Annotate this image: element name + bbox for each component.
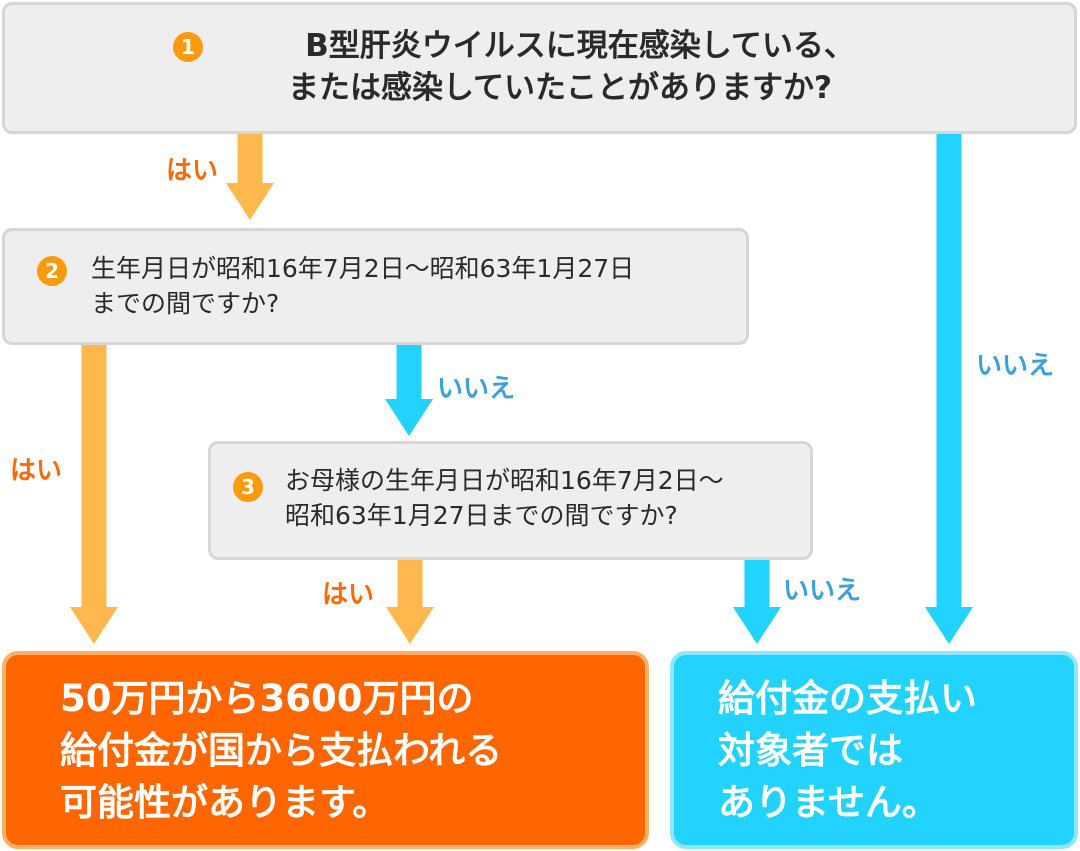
question-1-line-2: または感染していたことがありますか?: [287, 70, 833, 106]
result-not-eligible-line-1: 給付金の支払い: [718, 677, 977, 720]
result-eligible-text: 50万円から3600万円の 給付金が国から支払われる 可能性があります。: [60, 673, 502, 829]
arrow-q2-yes: [68, 345, 120, 645]
label-q2-yes: はい: [10, 456, 63, 486]
question-3-number-badge: 3: [233, 472, 263, 502]
label-q3-no: いいえ: [783, 576, 862, 606]
label-q1-no: いいえ: [976, 351, 1055, 381]
result-eligible-line-2: 給付金が国から支払われる: [60, 729, 503, 772]
result-eligible-box: 50万円から3600万円の 給付金が国から支払われる 可能性があります。: [2, 651, 649, 849]
question-1-text: B型肝炎ウイルスに現在感染している、 または感染していたことがありますか?: [165, 25, 955, 109]
question-2-box: 2 生年月日が昭和16年7月2日～昭和63年1月27日 までの間ですか?: [2, 228, 749, 345]
result-not-eligible-text: 給付金の支払い 対象者では ありません。: [718, 673, 977, 829]
question-3-line-2: 昭和63年1月27日までの間ですか?: [285, 501, 678, 530]
arrow-q1-yes: [224, 134, 276, 220]
label-q3-yes: はい: [322, 580, 375, 610]
question-3-text: お母様の生年月日が昭和16年7月2日～ 昭和63年1月27日までの間ですか?: [285, 463, 724, 533]
label-q1-yes: はい: [166, 156, 219, 186]
result-eligible-line-1: 50万円から3600万円の: [60, 677, 474, 720]
question-2-line-2: までの間ですか?: [91, 289, 280, 318]
question-3-line-1: お母様の生年月日が昭和16年7月2日～: [285, 466, 724, 495]
arrow-q3-yes: [384, 560, 436, 645]
question-1-box: 1 B型肝炎ウイルスに現在感染している、 または感染していたことがありますか?: [2, 2, 1077, 134]
question-3-box: 3 お母様の生年月日が昭和16年7月2日～ 昭和63年1月27日までの間ですか?: [208, 441, 813, 560]
result-not-eligible-line-2: 対象者では: [718, 729, 903, 772]
result-not-eligible-line-3: ありません。: [718, 781, 939, 824]
arrow-q2-no: [384, 345, 434, 436]
question-2-number-badge: 2: [37, 256, 67, 286]
result-eligible-line-3: 可能性があります。: [60, 781, 390, 824]
result-not-eligible-box: 給付金の支払い 対象者では ありません。: [670, 651, 1078, 849]
question-2-line-1: 生年月日が昭和16年7月2日～昭和63年1月27日: [91, 254, 635, 283]
question-2-text: 生年月日が昭和16年7月2日～昭和63年1月27日 までの間ですか?: [91, 251, 634, 321]
question-1-number-badge: 1: [173, 32, 203, 62]
arrow-q1-no: [924, 134, 974, 644]
question-1-line-1: B型肝炎ウイルスに現在感染している、: [305, 28, 855, 64]
arrow-q3-no: [732, 560, 782, 645]
label-q2-no: いいえ: [437, 374, 516, 404]
